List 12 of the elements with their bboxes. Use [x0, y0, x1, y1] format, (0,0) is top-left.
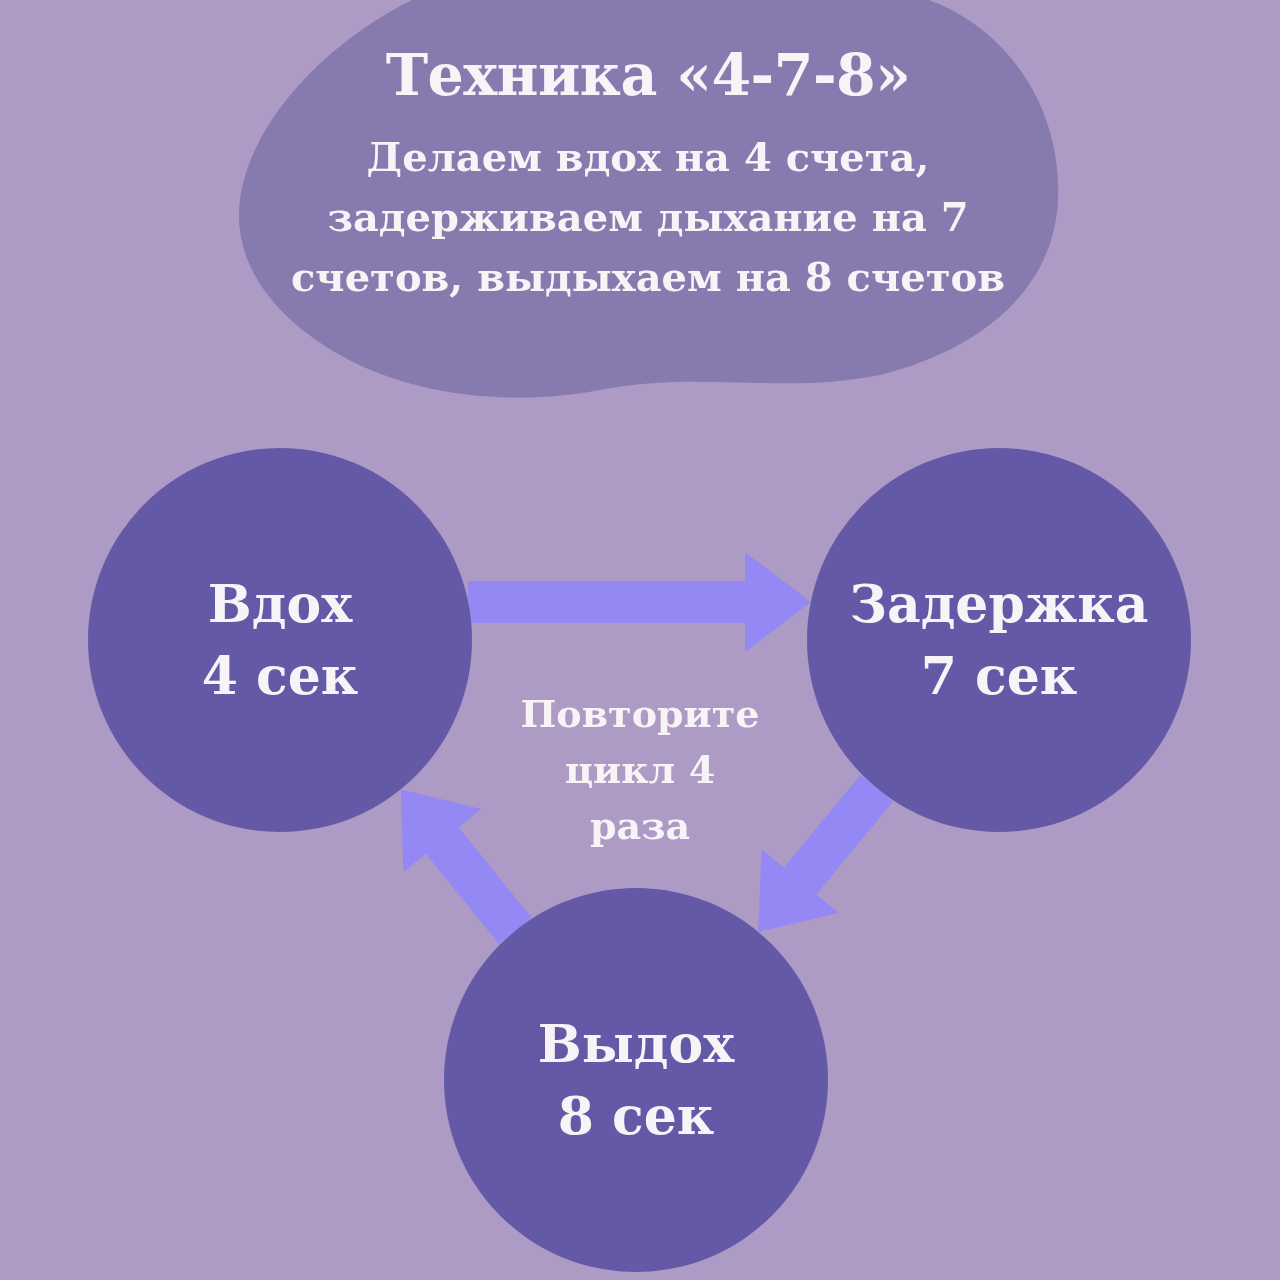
step-name: Вдох — [207, 572, 353, 636]
block-arrow — [758, 774, 894, 932]
block-arrow — [400, 789, 532, 944]
step-duration: 7 сек — [920, 644, 1078, 708]
block-arrow — [468, 552, 811, 652]
note-text: Повторите цикл 4 раза — [519, 690, 761, 850]
step-duration: 8 сек — [557, 1084, 715, 1148]
heading: Техника «4-7-8» — [385, 40, 911, 110]
step-name: Выдох — [537, 1012, 735, 1076]
body-text: Делаем вдох на 4 счета, задерживаем дыхание на 7 счетов, выдыхаем на 8 счетов — [290, 132, 1006, 302]
step-duration: 4 сек — [201, 644, 359, 708]
step-name: Задержка — [849, 572, 1149, 636]
